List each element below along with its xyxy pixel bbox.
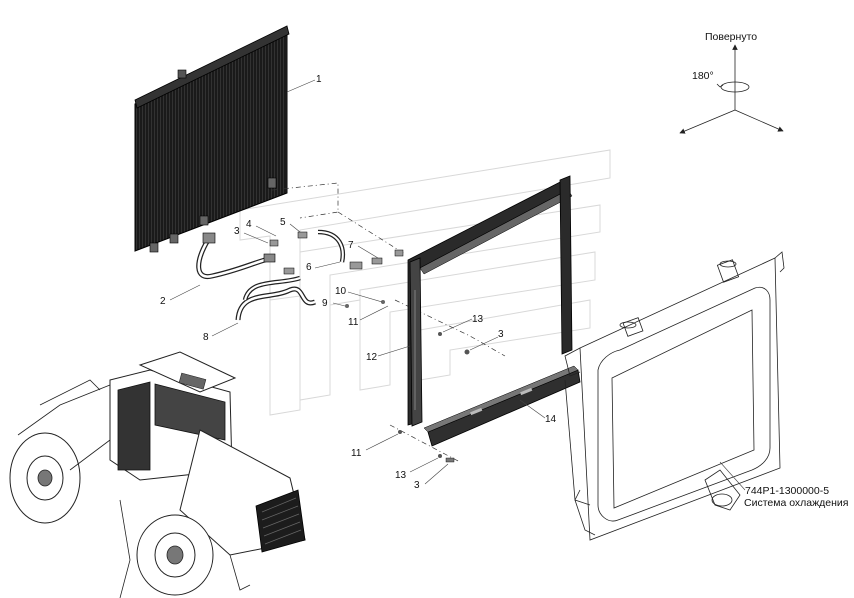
cross-bar xyxy=(423,365,581,447)
leader-3c xyxy=(424,463,449,485)
callout-1: 1 xyxy=(316,74,322,85)
leader-5 xyxy=(289,223,301,233)
callout-10: 10 xyxy=(335,286,347,297)
leader-10 xyxy=(347,291,383,303)
fittings xyxy=(269,231,404,308)
hose-upper xyxy=(235,229,345,321)
leader-3b xyxy=(469,336,499,351)
leader-4 xyxy=(255,225,277,237)
orientation-angle: 180° xyxy=(692,70,714,82)
callout-3a: 3 xyxy=(234,226,240,237)
leader-7 xyxy=(357,245,379,259)
callout-12: 12 xyxy=(366,352,378,363)
callout-5: 5 xyxy=(280,217,286,228)
leader-2 xyxy=(169,284,201,301)
callout-9: 9 xyxy=(322,298,328,309)
leader-9 xyxy=(332,302,346,307)
callout-4: 4 xyxy=(246,219,252,230)
callout-13a: 13 xyxy=(472,314,484,325)
axis-left-arrow xyxy=(679,109,736,134)
callout-11b: 11 xyxy=(351,448,362,459)
orientation-indicator: Повернуто 180° xyxy=(679,31,784,134)
leader-1 xyxy=(286,79,316,93)
rotation-arrow-icon xyxy=(720,81,750,93)
leader-3a xyxy=(243,232,269,244)
cooling-system-radiator xyxy=(564,251,785,541)
leader-13b xyxy=(409,457,439,473)
callout-2: 2 xyxy=(160,296,166,307)
leader-assembly xyxy=(719,461,746,491)
leader-14 xyxy=(519,399,546,419)
oil-cooler-core xyxy=(134,25,290,253)
callout-14: 14 xyxy=(545,414,557,425)
orientation-caption: Повернуто xyxy=(705,31,757,43)
assembly-name: Система охлаждения xyxy=(744,497,848,509)
callout-13b: 13 xyxy=(395,470,407,481)
callout-3b: 3 xyxy=(498,329,504,340)
callout-3c: 3 xyxy=(414,480,420,491)
fasteners-right xyxy=(398,332,470,463)
callout-11a: 11 xyxy=(348,317,359,328)
mounting-frame xyxy=(407,175,573,427)
callout-8: 8 xyxy=(203,332,209,343)
leader-13a xyxy=(442,318,473,333)
tractor-illustration xyxy=(9,351,306,598)
hose-lower xyxy=(196,232,276,279)
leader-6 xyxy=(314,261,341,269)
assembly-code: 744Р1-1300000-5 xyxy=(745,485,829,497)
leader-11a xyxy=(359,305,389,321)
leader-12 xyxy=(377,345,411,357)
leader-8 xyxy=(211,322,239,337)
leader-11b xyxy=(365,433,399,451)
callout-7: 7 xyxy=(348,240,354,251)
axis-right-arrow xyxy=(734,109,784,132)
callout-6: 6 xyxy=(306,262,312,273)
watermark-logo xyxy=(239,149,611,416)
